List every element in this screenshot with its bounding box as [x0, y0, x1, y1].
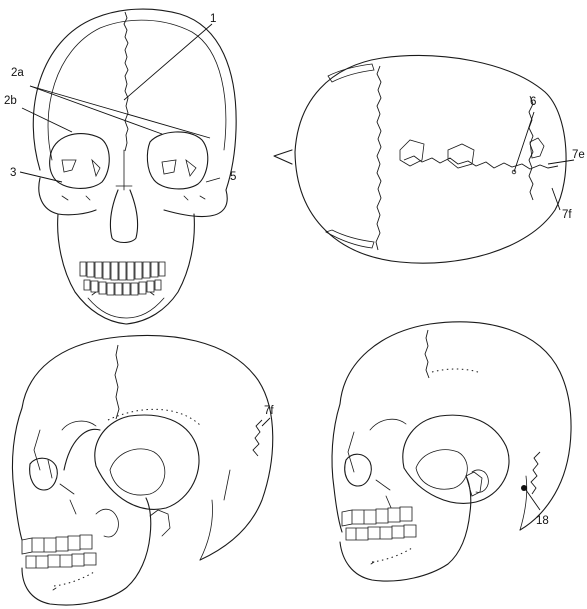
label-6: 6	[530, 96, 536, 108]
lateral-cranium-outline-left	[22, 335, 273, 560]
label-7e: 7e	[572, 149, 585, 161]
teeth-lateral-right	[342, 507, 416, 540]
temporal-squama-right	[403, 415, 509, 503]
leader-2a-b	[30, 86, 210, 138]
label-3: 3	[10, 167, 16, 179]
coronal-suture-lateral-right	[425, 330, 429, 378]
leader-2b	[22, 108, 72, 132]
skull-lateral-view-left: 7f	[12, 335, 274, 605]
left-orbit	[147, 132, 207, 189]
leader-7f-left	[262, 418, 270, 426]
orbit-lateral-left	[30, 458, 58, 490]
nasion-point	[274, 150, 292, 164]
label-2a: 2a	[11, 67, 24, 79]
coronal-suture-lateral	[115, 345, 119, 419]
skull-frontal-view: 1 2a 2b 3 5	[4, 9, 236, 324]
lateral-cranium-outline-right	[340, 322, 571, 530]
label-5: 5	[230, 171, 236, 183]
label-7f-top: 7f	[562, 209, 572, 221]
right-orbit	[50, 134, 110, 189]
leader-7e	[548, 160, 574, 164]
leader-2a-a	[30, 86, 162, 134]
temporal-squama-left	[95, 415, 199, 509]
frontal-cranium-outline	[33, 9, 236, 190]
leader-1	[124, 24, 212, 100]
teeth-lateral-left	[22, 535, 96, 568]
label-1: 1	[210, 13, 216, 25]
leader-7f-top	[552, 188, 560, 210]
label-7f-left: 7f	[264, 405, 274, 417]
orbit-lateral-right	[345, 454, 372, 486]
skull-lateral-view-right: 18	[332, 322, 571, 581]
skull-superior-view: 6 7e 7f	[274, 56, 585, 264]
sagittal-suture-frontal	[124, 12, 128, 151]
upper-teeth-frontal	[80, 262, 165, 280]
nasal-aperture	[110, 190, 137, 243]
label-18: 18	[536, 515, 549, 527]
coronal-suture	[376, 66, 381, 250]
leader-5	[206, 178, 220, 182]
leader-3	[20, 172, 62, 182]
label-2b: 2b	[4, 95, 17, 107]
sagittal-suture	[404, 156, 558, 169]
